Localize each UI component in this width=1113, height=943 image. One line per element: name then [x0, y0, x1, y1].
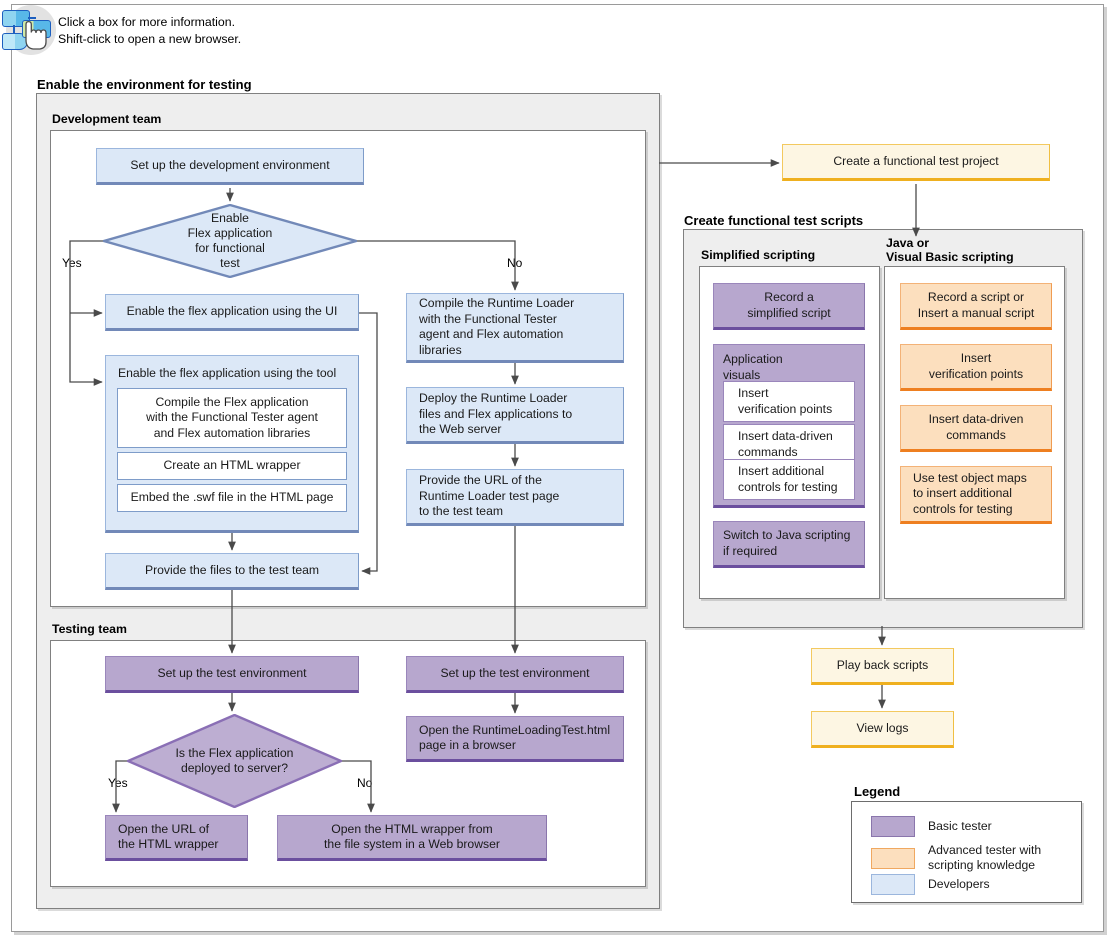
subsection-title-line-1: Java or: [886, 236, 930, 250]
subsection-title-line-2: Visual Basic scripting: [886, 250, 1014, 264]
node-label: Enable the flex application using the UI: [126, 303, 338, 318]
node-play-back-scripts[interactable]: Play back scripts: [811, 648, 954, 685]
node-enable-flex-using-ui[interactable]: Enable the flex application using the UI: [105, 294, 359, 331]
subsection-title-testing-team: Testing team: [52, 622, 127, 636]
legend-title: Legend: [854, 784, 901, 799]
icon-connector-1: [13, 25, 15, 33]
node-create-functional-test-project[interactable]: Create a functional test project: [782, 144, 1050, 181]
hint-text: Click a box for more information. Shift-…: [58, 14, 241, 47]
branch-label-enable-flex-yes: Yes: [62, 256, 82, 270]
legend-item-basic-tester: Basic tester: [871, 816, 992, 837]
legend-item-developers: Developers: [871, 874, 990, 895]
node-label: Set up the development environment: [130, 157, 330, 172]
node-label: Enable the flex application using the to…: [118, 366, 337, 380]
legend-swatch-basic-tester: [871, 816, 915, 837]
node-setup-dev-environment[interactable]: Set up the development environment: [96, 148, 364, 185]
node-create-html-wrapper[interactable]: Create an HTML wrapper: [117, 452, 347, 480]
section-title-enable-environment: Enable the environment for testing: [37, 77, 252, 92]
node-embed-swf-file[interactable]: Embed the .swf file in the HTML page: [117, 484, 347, 512]
node-view-logs[interactable]: View logs: [811, 711, 954, 748]
flowchart-click-icon: [0, 2, 58, 56]
node-setup-test-environment-left[interactable]: Set up the test environment: [105, 656, 359, 693]
hint-line-1: Click a box for more information.: [58, 15, 236, 29]
icon-connector-2: [28, 17, 36, 19]
node-setup-test-environment-right[interactable]: Set up the test environment: [406, 656, 624, 693]
subsection-title-java-vb-scripting: Java or Visual Basic scripting: [886, 236, 1014, 264]
branch-label-enable-flex-no: No: [507, 256, 523, 270]
hint-line-2: Shift-click to open a new browser.: [58, 31, 242, 46]
cursor-hand-icon: [25, 20, 47, 50]
subsection-title-simplified-scripting: Simplified scripting: [701, 248, 816, 262]
node-label: Set up the test environment: [157, 665, 307, 680]
node-label: Create a functional test project: [833, 153, 999, 168]
node-label: Play back scripts: [836, 657, 929, 672]
legend-label: Basic tester: [928, 819, 992, 833]
legend-label: Developers: [928, 877, 990, 891]
subsection-title-development-team: Development team: [52, 112, 162, 126]
legend-swatch-developers: [871, 874, 915, 895]
section-title-create-scripts: Create functional test scripts: [684, 213, 864, 228]
diamond-shape: [127, 714, 342, 808]
node-label: View logs: [856, 720, 909, 735]
node-label: Set up the test environment: [440, 665, 590, 680]
branch-label-deployed-no: No: [357, 776, 373, 790]
node-provide-files-to-test-team[interactable]: Provide the files to the test team: [105, 553, 359, 590]
diamond-shape: [103, 204, 357, 278]
branch-label-deployed-yes: Yes: [108, 776, 128, 790]
node-label: Embed the .swf file in the HTML page: [130, 490, 334, 505]
node-label: Provide the files to the test team: [144, 562, 320, 577]
node-label: Create an HTML wrapper: [163, 458, 301, 473]
legend-swatch-advanced-tester: [871, 847, 915, 869]
